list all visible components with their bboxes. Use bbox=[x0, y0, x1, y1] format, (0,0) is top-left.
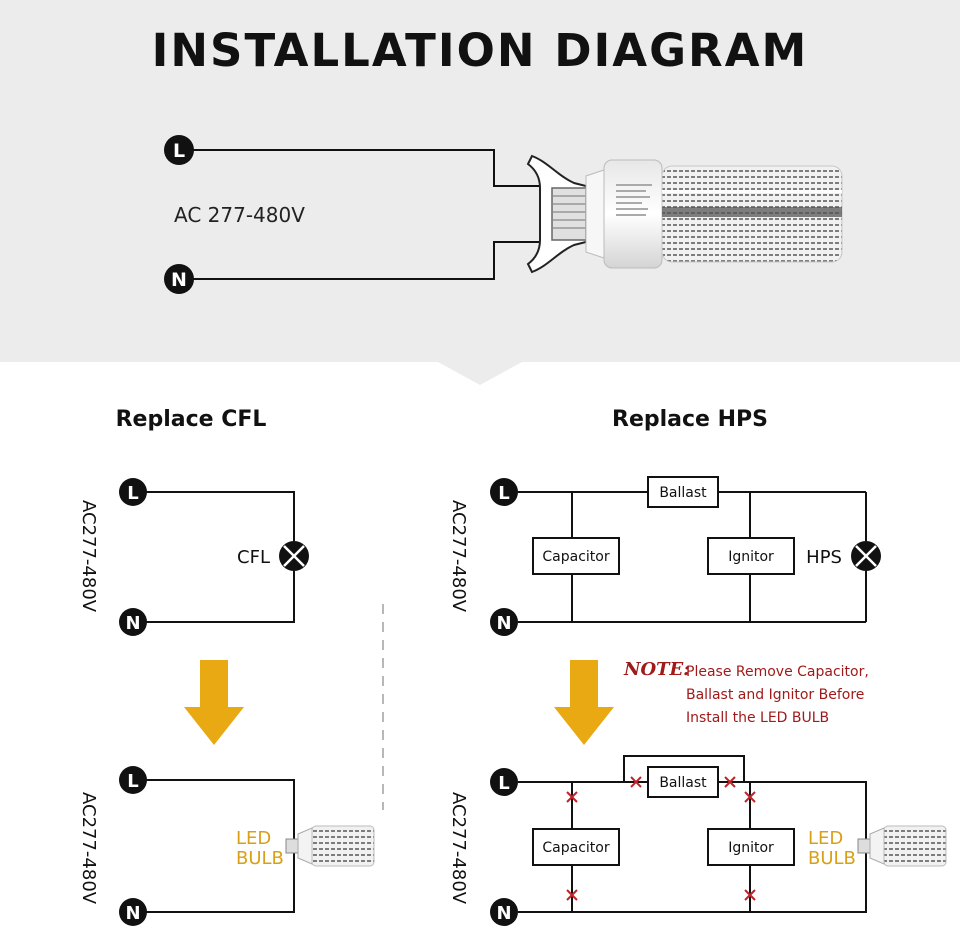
hps-heading: Replace HPS bbox=[612, 407, 768, 432]
down-arrow-icon bbox=[554, 660, 614, 745]
hps-side-voltage-after: AC277-480V bbox=[448, 792, 469, 905]
led-bulb-label-line2: BULB bbox=[236, 848, 284, 869]
svg-text:Ballast: Ballast bbox=[659, 485, 707, 501]
terminal-n-hps: N bbox=[490, 608, 518, 636]
removal-note: NOTE: Please Remove Capacitor, Ballast a… bbox=[623, 659, 869, 726]
svg-text:N: N bbox=[496, 613, 511, 634]
cross-icon bbox=[566, 889, 578, 901]
terminal-l-cfl: L bbox=[119, 478, 147, 506]
note-heading: NOTE: bbox=[623, 659, 690, 680]
cfl-heading: Replace CFL bbox=[116, 407, 267, 432]
cfl-circuit-before: AC277-480V L N CFL bbox=[78, 478, 309, 636]
svg-text:N: N bbox=[496, 903, 511, 924]
svg-text:L: L bbox=[127, 771, 138, 792]
top-wiring bbox=[192, 149, 540, 280]
note-line-2: Ballast and Ignitor Before bbox=[686, 687, 864, 703]
svg-text:L: L bbox=[498, 483, 509, 504]
page-title: INSTALLATION DIAGRAM bbox=[152, 24, 809, 77]
terminal-l-top: L bbox=[164, 135, 194, 165]
svg-text:Ballast: Ballast bbox=[659, 775, 707, 791]
terminal-n-top: N bbox=[164, 264, 194, 294]
capacitor-box: Capacitor bbox=[532, 537, 620, 575]
svg-text:L: L bbox=[127, 483, 138, 504]
ballast-box: Ballast bbox=[647, 476, 719, 508]
svg-text:Ignitor: Ignitor bbox=[728, 549, 774, 565]
cfl-circuit-after: AC277-480V L N LED BULB bbox=[78, 766, 375, 926]
led-bulb-label-line2-hps: BULB bbox=[808, 848, 856, 869]
bulb-neck bbox=[585, 169, 605, 259]
cross-icon bbox=[630, 776, 642, 788]
capacitor-box-after: Capacitor bbox=[532, 828, 620, 866]
hps-lamp-icon bbox=[851, 541, 881, 571]
svg-text:Capacitor: Capacitor bbox=[542, 840, 609, 856]
terminal-l-cfl-after: L bbox=[119, 766, 147, 794]
cross-icon bbox=[744, 791, 756, 803]
hps-lamp-label: HPS bbox=[806, 547, 842, 568]
terminal-l-hps: L bbox=[490, 478, 518, 506]
terminal-n-hps-after: N bbox=[490, 898, 518, 926]
note-line-3: Install the LED BULB bbox=[686, 710, 829, 726]
cfl-lamp-icon bbox=[279, 541, 309, 571]
top-panel bbox=[0, 0, 960, 385]
terminal-l-hps-after: L bbox=[490, 768, 518, 796]
down-arrow-icon bbox=[184, 660, 244, 745]
terminal-n-cfl: N bbox=[119, 608, 147, 636]
cfl-side-voltage: AC277-480V bbox=[78, 500, 99, 613]
cfl-side-voltage-after: AC277-480V bbox=[78, 792, 99, 905]
ignitor-box-after: Ignitor bbox=[707, 828, 795, 866]
note-line-1: Please Remove Capacitor, bbox=[686, 664, 869, 680]
hps-side-voltage: AC277-480V bbox=[448, 500, 469, 613]
svg-text:N: N bbox=[171, 269, 187, 291]
svg-text:Ignitor: Ignitor bbox=[728, 840, 774, 856]
svg-text:L: L bbox=[173, 140, 185, 162]
led-bulb-icon bbox=[285, 825, 375, 867]
voltage-label: AC 277-480V bbox=[174, 203, 305, 227]
terminal-n-cfl-after: N bbox=[119, 898, 147, 926]
ignitor-box: Ignitor bbox=[707, 537, 795, 575]
cfl-lamp-label: CFL bbox=[237, 547, 270, 568]
cross-icon bbox=[724, 776, 736, 788]
led-corn-bulb-illustration bbox=[526, 154, 843, 274]
svg-text:Capacitor: Capacitor bbox=[542, 549, 609, 565]
cross-icon bbox=[566, 791, 578, 803]
hps-circuit-after: AC277-480V L N Ballast Capacitor Ignitor bbox=[448, 755, 947, 926]
hps-circuit-before: AC277-480V L N Ballast Capacitor Ignitor… bbox=[448, 476, 881, 636]
bulb-screw-base bbox=[551, 187, 587, 241]
svg-text:N: N bbox=[125, 613, 140, 634]
svg-text:N: N bbox=[125, 903, 140, 924]
led-bulb-icon bbox=[857, 825, 947, 867]
cross-icon bbox=[744, 889, 756, 901]
svg-text:L: L bbox=[498, 773, 509, 794]
led-bulb-label-line1: LED bbox=[236, 828, 271, 849]
led-bulb-label-line1-hps: LED bbox=[808, 828, 843, 849]
ballast-box-after: Ballast bbox=[647, 766, 719, 798]
